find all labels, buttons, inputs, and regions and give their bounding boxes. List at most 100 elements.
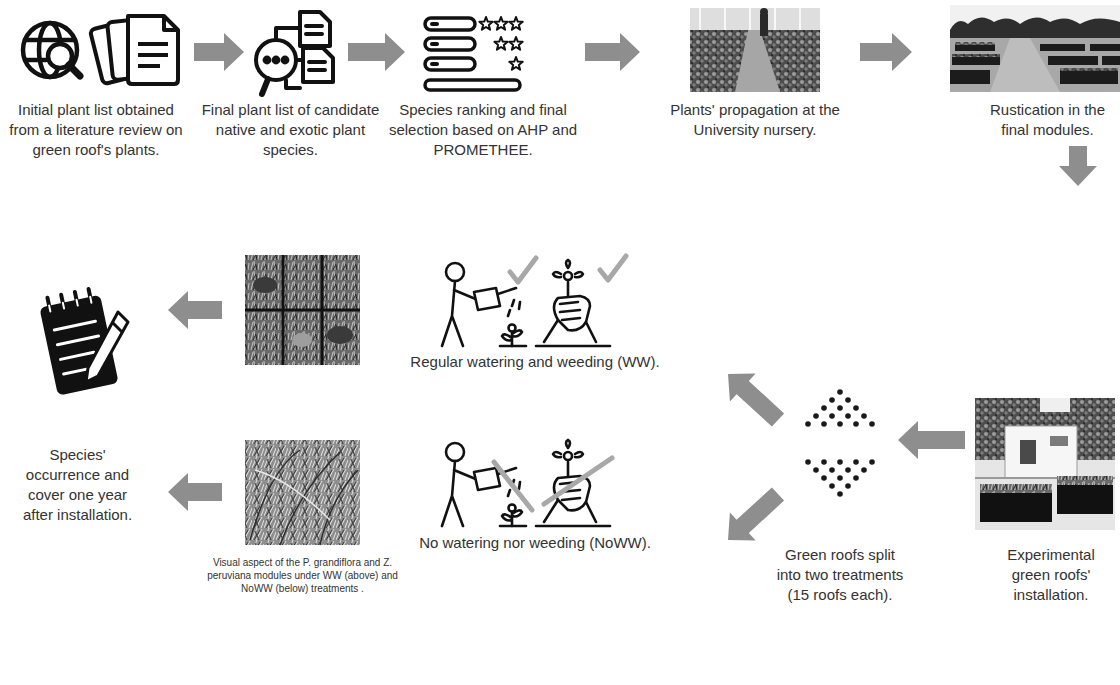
drawing-part [975, 398, 1115, 530]
drawing-part [303, 48, 333, 82]
drawing-part [128, 16, 178, 84]
flow-arrow [585, 33, 640, 71]
search-globe-icon [23, 23, 80, 77]
drawing-part [980, 484, 1052, 493]
photo-caption: Visual aspect of the P. grandiflora and … [203, 556, 402, 595]
drawing-part [952, 42, 1118, 71]
drawing-part [292, 333, 312, 347]
step-label: Rustication in the final modules. [980, 100, 1115, 140]
drawing-part [853, 475, 859, 481]
process-step: Green roofs split into two treatments (1… [774, 545, 906, 605]
drawing-part [861, 467, 867, 473]
drawing-part [425, 80, 520, 90]
step-label: Species' occurrence and cover one year a… [15, 445, 140, 525]
drawing-part [245, 440, 360, 545]
flow-arrow [1059, 146, 1097, 186]
drawing-part [430, 42, 439, 46]
drawing-part [425, 58, 475, 70]
drawing-part [1060, 68, 1118, 71]
drawing-part [690, 8, 820, 92]
drawing-part [164, 16, 178, 30]
drawing-part [253, 277, 277, 293]
process-step: Rustication in the final modules. [980, 100, 1115, 140]
step-label: Final plant list of candidate native and… [193, 100, 388, 160]
flow-arrow [348, 33, 405, 71]
noww-module-photo [245, 440, 360, 545]
drawing-part [821, 421, 827, 427]
document-network-icon [256, 12, 333, 94]
drawing-part [138, 44, 168, 66]
flow-arrow [728, 374, 784, 427]
drawing-part [430, 22, 439, 26]
notepad-icon [38, 287, 128, 396]
drawing-part [980, 492, 1052, 522]
drawing-part [950, 5, 1120, 92]
drawing-part [845, 467, 851, 473]
drawing-part [837, 405, 843, 411]
drawing-part [735, 30, 780, 92]
step-label: Green roofs split into two treatments (1… [774, 545, 906, 605]
flow-arrow [860, 33, 912, 71]
drawing-part [306, 26, 322, 34]
drawing-part [952, 54, 1000, 57]
step-label: No watering nor weeding (NoWW). [385, 533, 685, 553]
drawing-part [300, 12, 330, 46]
drawing-part [494, 37, 507, 50]
drawing-part [952, 56, 1000, 65]
drawing-part [805, 421, 811, 427]
drawing-part [853, 405, 859, 411]
drawing-part [425, 18, 475, 30]
drawing-part [837, 459, 843, 465]
drawing-part [1060, 70, 1118, 84]
documents-icon [90, 16, 178, 84]
drawing-part [869, 459, 875, 465]
drawing-part [262, 79, 268, 94]
drawing-part [509, 17, 522, 30]
drawing-part [829, 483, 835, 489]
drawing-part [700, 8, 800, 32]
process-step: Experimental green roofs' installation. [995, 545, 1107, 605]
drawing-part [950, 38, 1120, 92]
drawing-part [837, 421, 843, 427]
drawing-part [1057, 484, 1113, 514]
process-step: Plants' propagation at the University nu… [660, 100, 850, 140]
drawing-part [1050, 436, 1068, 446]
drawing-part [509, 57, 522, 70]
drawing-part [274, 58, 279, 63]
drawing-part [49, 297, 91, 312]
drawing-part [283, 58, 288, 63]
drawing-part [425, 18, 520, 90]
flow-arrow [168, 473, 222, 511]
drawing-part [256, 40, 296, 80]
drawing-part [760, 8, 768, 16]
drawing-part [1057, 476, 1113, 485]
step-label: Species ranking and final selection base… [385, 100, 581, 160]
drawing-part [690, 8, 820, 32]
step-label: Regular watering and weeding (WW). [385, 352, 685, 372]
drawing-part [760, 14, 768, 36]
drawing-part [494, 458, 612, 510]
drawing-part [950, 70, 990, 84]
drawing-part [86, 312, 128, 382]
flow-arrow [168, 291, 222, 329]
drawing-part [245, 255, 360, 365]
no-watering-weeding-icons [442, 440, 612, 526]
drawing-part [829, 467, 835, 473]
drawing-part [950, 44, 1120, 84]
drawing-part [1020, 440, 1036, 464]
installation-photo [975, 398, 1115, 530]
nursery-photo [690, 8, 820, 92]
drawing-part [837, 389, 843, 395]
drawing-part [494, 17, 507, 30]
step-label: Experimental green roofs' installation. [995, 545, 1107, 605]
drawing-part [69, 65, 80, 76]
drawing-part [821, 405, 827, 411]
drawing-part [430, 22, 439, 66]
process-step: Initial plant list obtained from a liter… [5, 100, 187, 160]
drawing-part [955, 44, 995, 51]
drawing-part [265, 58, 270, 63]
drawing-part [690, 30, 820, 92]
rustication-photo [950, 5, 1120, 92]
drawing-part [845, 413, 851, 419]
drawing-part [829, 397, 835, 403]
